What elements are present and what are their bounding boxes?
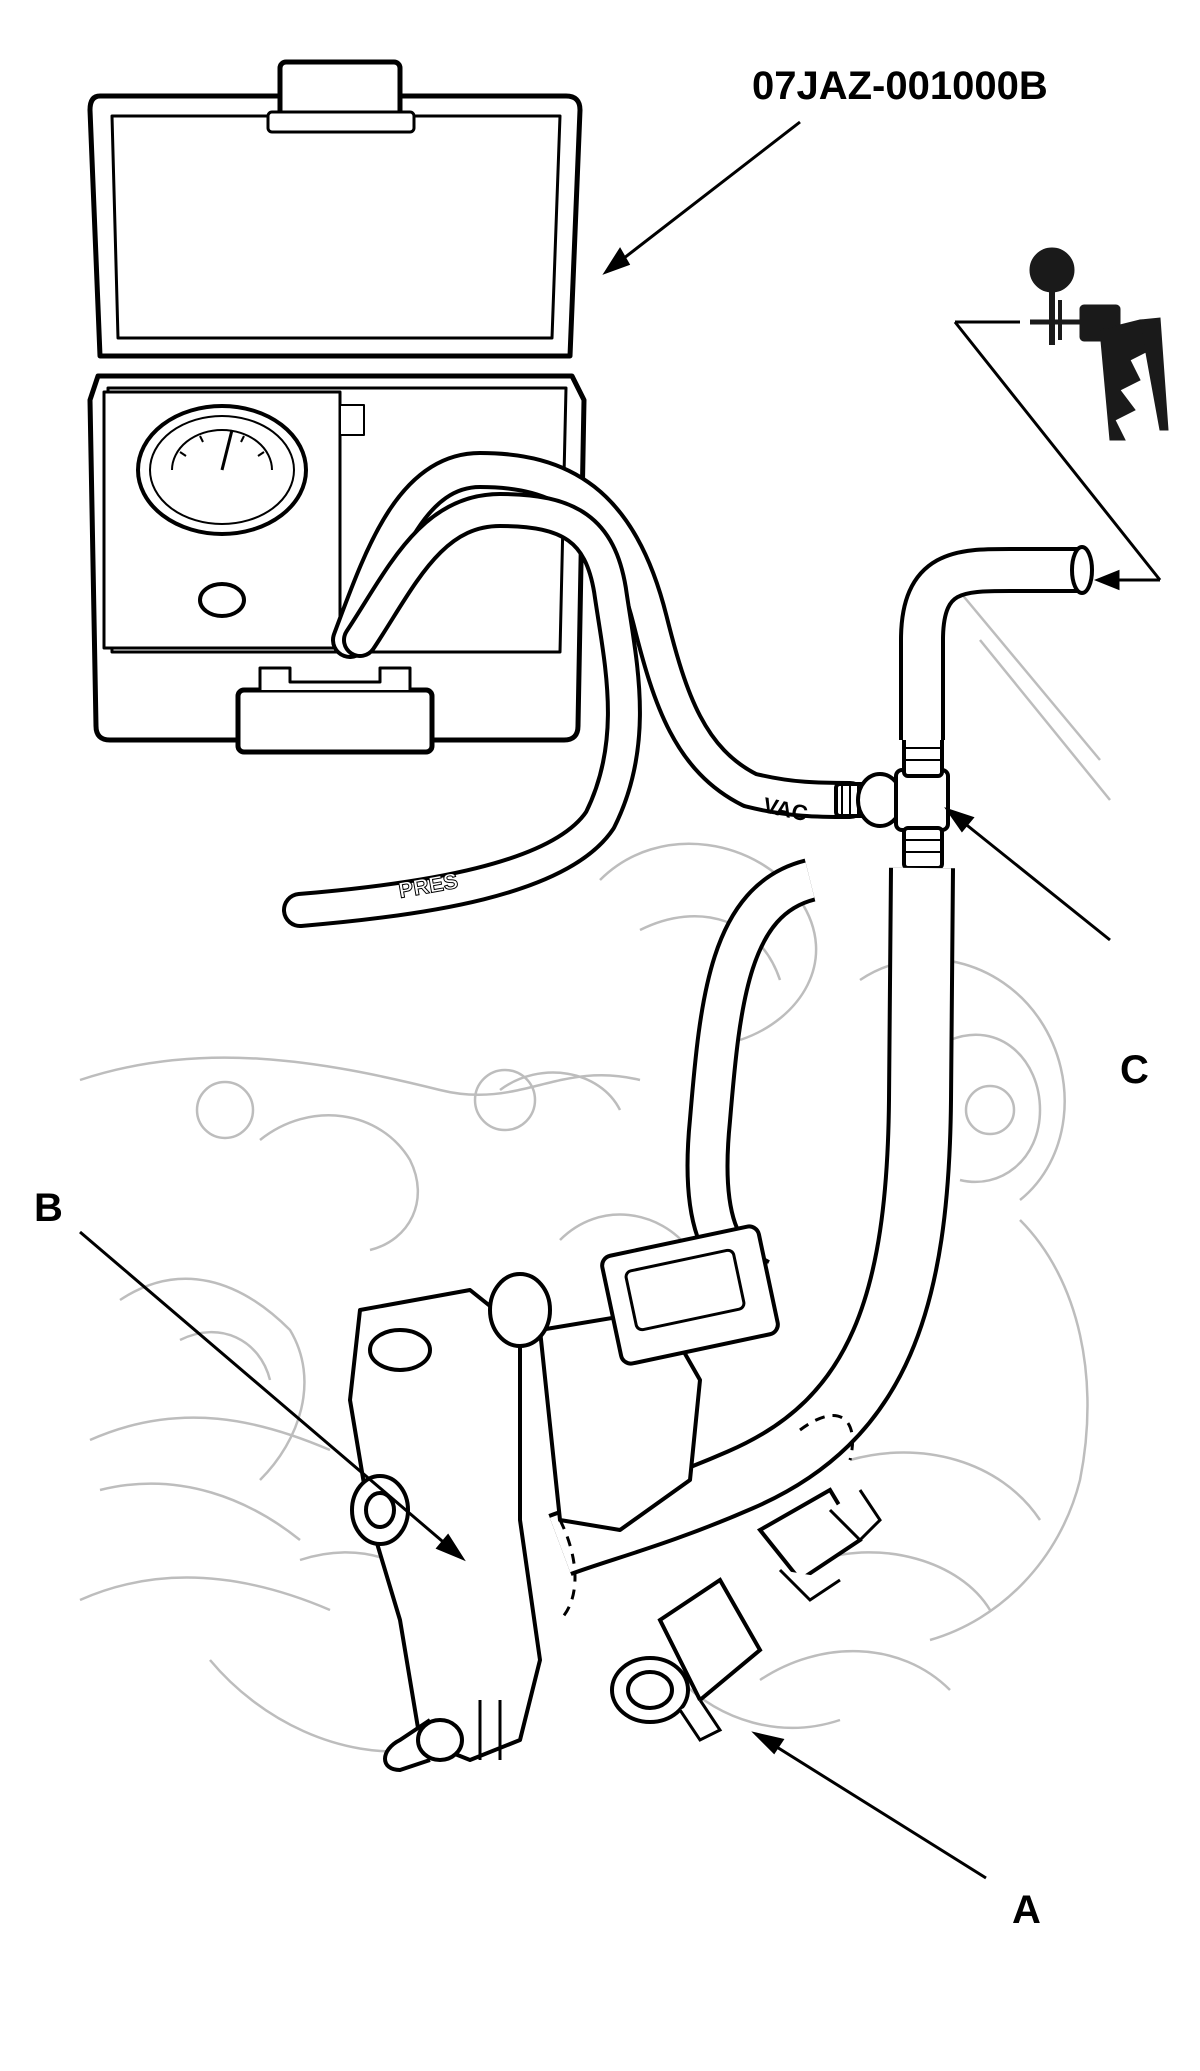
callout-b: B [34,1186,63,1230]
arrowhead-b [435,1533,466,1562]
valve-body [348,1224,780,1772]
leader-a [755,1732,987,1880]
valve-knob-icon [198,582,246,618]
upper-hose [899,547,1080,740]
arrowhead-pump [1093,569,1120,591]
tester-hoses [282,451,869,928]
t-joint [894,734,950,870]
tester-case-lid [87,59,583,359]
callout-c: C [1120,1048,1149,1092]
pressure-gauge [136,404,308,536]
hose-open-end [1070,545,1094,595]
arrowhead-part-number [602,247,631,275]
outlet-pipes [610,1487,882,1742]
arrowhead-a [751,1731,785,1755]
engine-background [79,579,1111,1753]
leader-lines [79,120,1162,1880]
leader-b [79,1230,463,1560]
arrowhead-c [944,807,975,833]
callout-a: A [1012,1888,1041,1932]
vacuum-fitting [834,772,904,828]
part-number-callout: 07JAZ-001000B [752,64,1048,108]
leader-pump-a [953,321,1162,581]
secondary-hose [685,858,817,1300]
leader-part-number [605,120,801,274]
vacuum-pump-icon [1029,247,1169,441]
leader-c [947,808,1111,942]
